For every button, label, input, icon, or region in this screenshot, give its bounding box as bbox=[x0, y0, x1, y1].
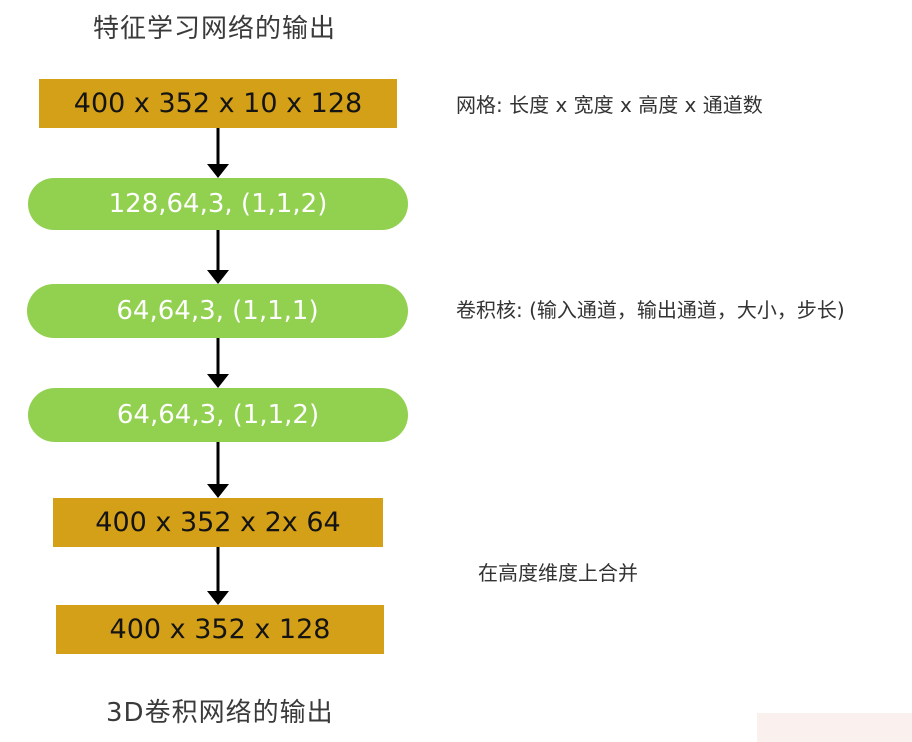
input-tensor-label: 400 x 352 x 10 x 128 bbox=[73, 88, 363, 119]
arrow-shaft bbox=[216, 230, 220, 271]
connector-arrow-down-icon bbox=[207, 128, 229, 178]
input-tensor-box: 400 x 352 x 10 x 128 bbox=[39, 79, 397, 128]
arrow-shaft bbox=[216, 128, 220, 165]
arrowhead-icon bbox=[207, 164, 229, 178]
conv-layer-3-label: 64,64,3, (1,1,2) bbox=[116, 400, 320, 430]
conv-layer-1-box: 128,64,3, (1,1,2) bbox=[28, 178, 408, 230]
conv-layer-1-label: 128,64,3, (1,1,2) bbox=[108, 189, 328, 219]
conv-layer-2-box: 64,64,3, (1,1,1) bbox=[27, 284, 408, 338]
arrow-shaft bbox=[216, 442, 220, 485]
connector-arrow-down-icon bbox=[207, 230, 229, 284]
conv-layer-3-box: 64,64,3, (1,1,2) bbox=[28, 388, 408, 442]
conv-network-output-label: 3D卷积网络的输出 bbox=[106, 698, 334, 728]
arrowhead-icon bbox=[207, 270, 229, 284]
connector-arrow-down-icon bbox=[207, 442, 229, 498]
output-tensor-label: 400 x 352 x 128 bbox=[109, 614, 331, 645]
arrow-shaft bbox=[216, 547, 220, 592]
arrowhead-icon bbox=[207, 484, 229, 498]
connector-arrow-down-icon bbox=[207, 338, 229, 388]
merged-tensor-box: 400 x 352 x 2x 64 bbox=[53, 498, 383, 547]
arrowhead-icon bbox=[207, 591, 229, 605]
output-tensor-box: 400 x 352 x 128 bbox=[56, 605, 384, 654]
grid-dimensions-annotation: 网格: 长度 x 宽度 x 高度 x 通道数 bbox=[456, 93, 763, 117]
feature-network-output-label: 特征学习网络的输出 bbox=[93, 14, 337, 44]
arrowhead-icon bbox=[207, 374, 229, 388]
conv-kernel-annotation: 卷积核: (输入通道，输出通道，大小，步长) bbox=[456, 298, 845, 322]
conv-layer-2-label: 64,64,3, (1,1,1) bbox=[116, 296, 319, 326]
watermark-box bbox=[757, 713, 912, 742]
arrow-shaft bbox=[216, 338, 220, 375]
merged-tensor-label: 400 x 352 x 2x 64 bbox=[95, 507, 341, 538]
connector-arrow-down-icon bbox=[207, 547, 229, 605]
merge-height-annotation: 在高度维度上合并 bbox=[478, 561, 638, 585]
